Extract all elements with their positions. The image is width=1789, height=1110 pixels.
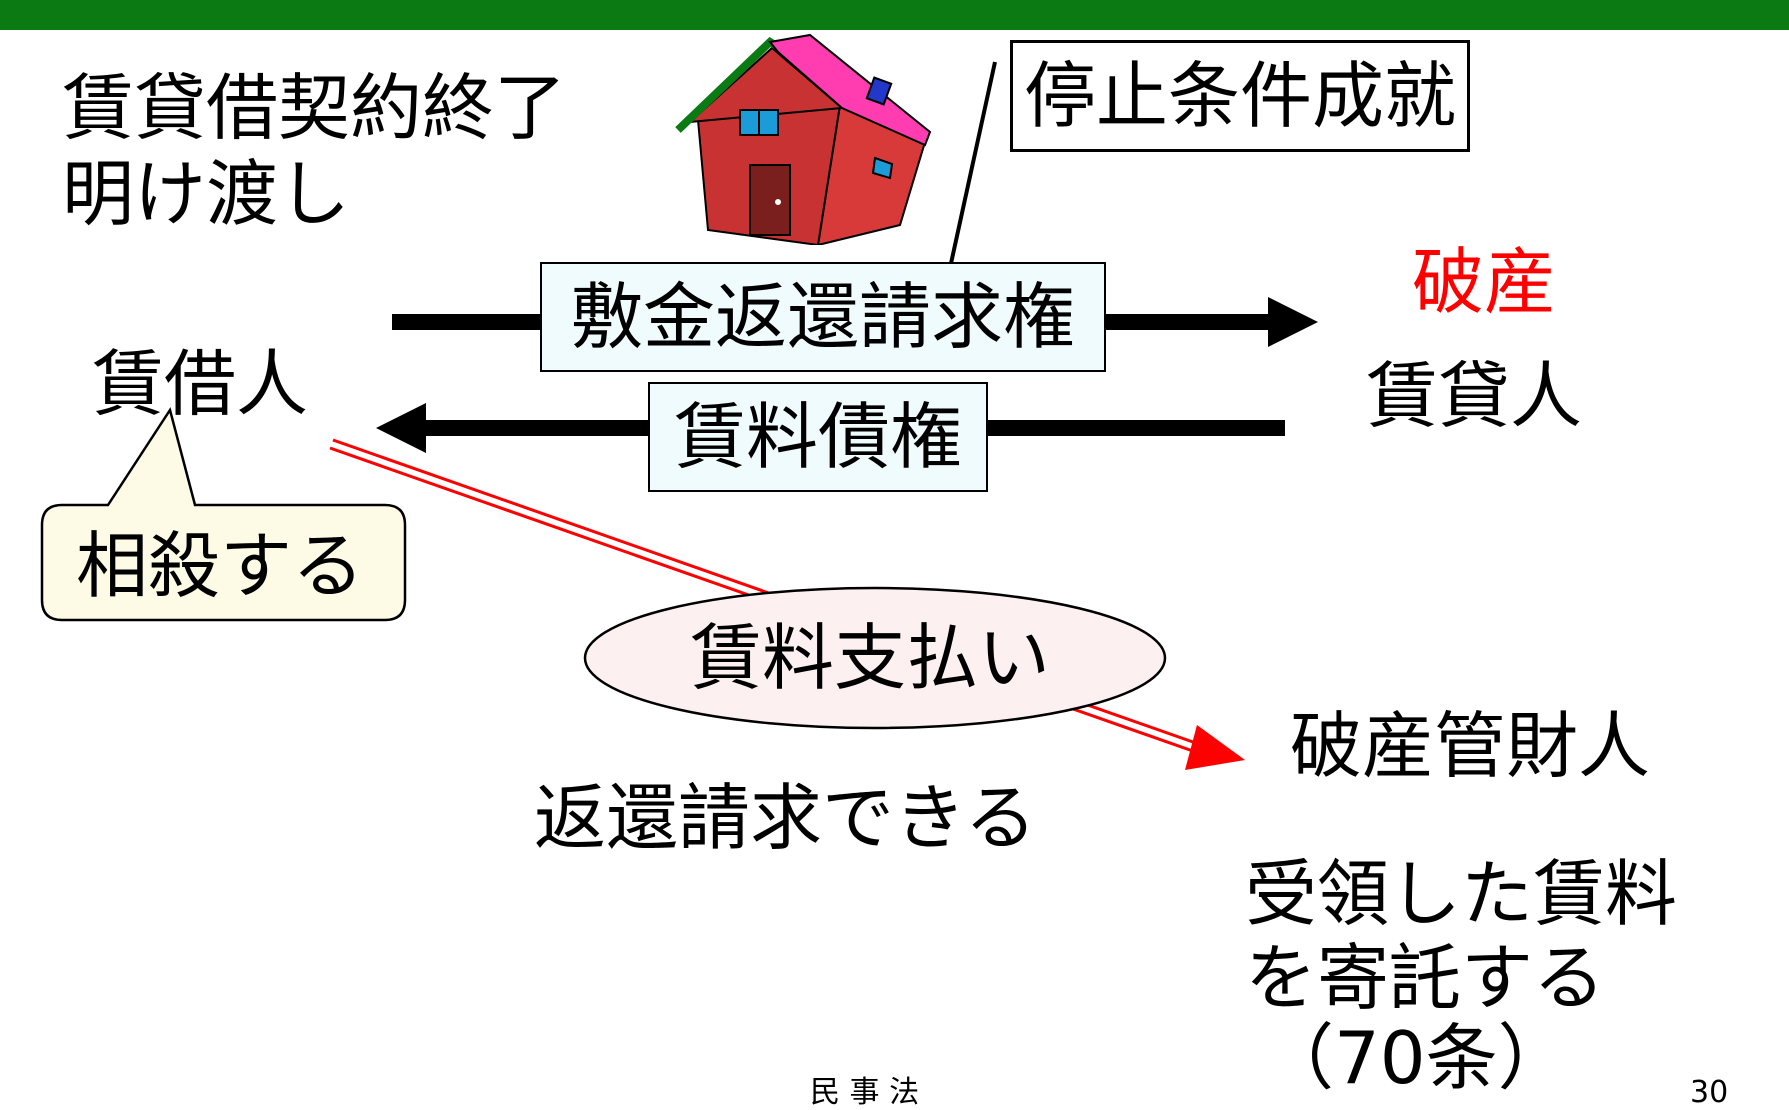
trustee-label: 破産管財人 — [1290, 704, 1651, 788]
setoff-label: 相殺する — [76, 524, 365, 608]
deposit-note-line1: 受領した賃料 — [1245, 852, 1678, 936]
top-bar — [0, 0, 1789, 30]
bankruptcy-label: 破産 — [1412, 240, 1557, 324]
rent-claim-label: 賃料債権 — [673, 395, 962, 479]
house-icon — [675, 33, 932, 245]
lessee-label: 賃借人 — [92, 342, 309, 426]
lease-end-line2: 明け渡し — [62, 152, 351, 236]
condition-box: 停止条件成就 — [1010, 40, 1470, 152]
setoff-speech-bubble — [40, 406, 407, 622]
deposit-note-line2: を寄託する — [1245, 936, 1606, 1020]
page-number: 30 — [1690, 1075, 1729, 1110]
rent-payment-oval — [583, 586, 1167, 730]
lease-end-line1: 賃貸借契約終了 — [62, 66, 567, 150]
footer-left-text: 民 事 法 — [810, 1075, 920, 1110]
condition-leader-line — [948, 61, 997, 269]
rent-payment-label: 賃料支払い — [690, 616, 1051, 700]
deposit-claim-box: 敷金返還請求権 — [540, 262, 1106, 372]
lessor-label: 賃貸人 — [1366, 354, 1583, 438]
deposit-note-line3: （70条） — [1262, 1016, 1570, 1100]
rent-claim-box: 賃料債権 — [648, 382, 988, 492]
refund-claim-label: 返還請求できる — [534, 776, 1037, 860]
condition-label: 停止条件成就 — [1023, 54, 1456, 138]
deposit-claim-label: 敷金返還請求権 — [570, 275, 1075, 359]
